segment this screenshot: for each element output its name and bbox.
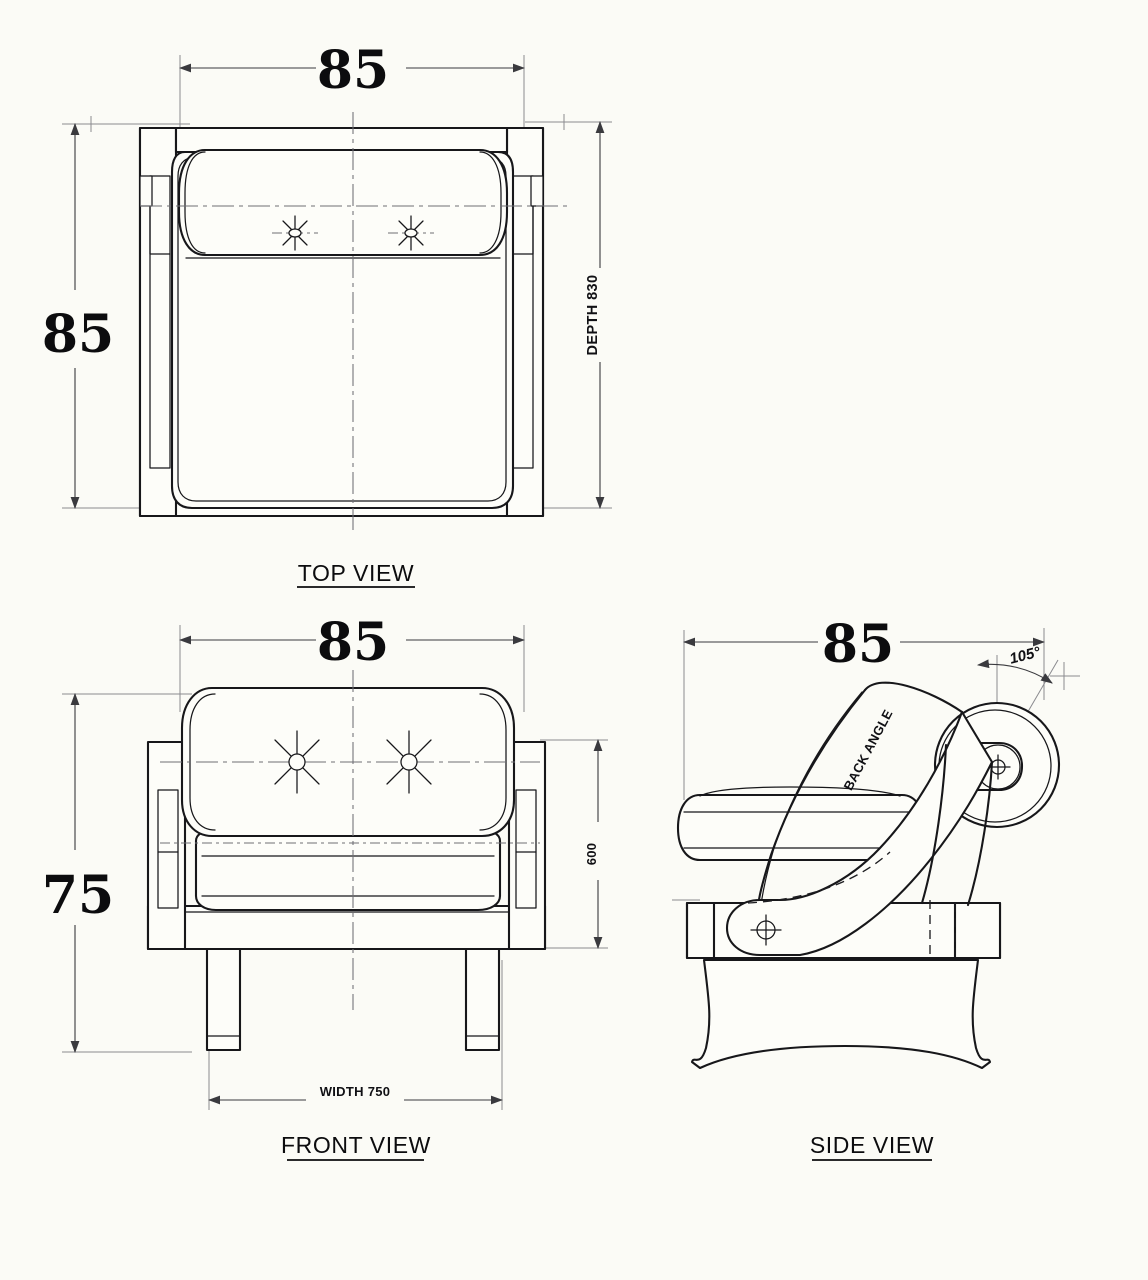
front-leg-right — [464, 943, 501, 1052]
front-view-height-value: 75 — [42, 865, 114, 926]
side-view-width-value: 85 — [822, 614, 894, 675]
front-view-width-value: 85 — [317, 612, 389, 673]
front-view-seat-height-dimension — [540, 738, 608, 950]
front-seat-cushion — [194, 828, 502, 912]
top-view-width-dimension — [178, 55, 526, 140]
top-view-width-value: 85 — [317, 40, 389, 101]
reference-cross-marks — [82, 114, 573, 132]
front-view-width-dimension — [178, 625, 526, 712]
front-view-title: FRONT VIEW — [281, 1132, 431, 1161]
side-armrest — [725, 710, 994, 957]
tufting-button-front-right — [386, 730, 432, 794]
top-view-depth-value: DEPTH 830 — [585, 275, 601, 356]
side-view-title: SIDE VIEW — [810, 1132, 934, 1161]
front-view-seat-height-value: 600 — [584, 843, 599, 866]
front-leg-left — [205, 943, 242, 1052]
side-view-title-text: SIDE VIEW — [810, 1132, 934, 1158]
side-view-back-angle-label: BACK ANGLE — [840, 707, 895, 793]
top-view-height-value: 85 — [42, 304, 114, 365]
tufting-button-front-left — [274, 730, 320, 794]
front-view-title-text: FRONT VIEW — [281, 1132, 431, 1158]
side-view-angle-value: 105° — [1008, 643, 1043, 667]
side-view-group — [672, 628, 1080, 1070]
front-view-group — [62, 625, 608, 1110]
top-view-title-text: TOP VIEW — [298, 560, 414, 586]
front-view-height-dimension — [62, 692, 192, 1054]
tufting-button-top-left — [272, 215, 318, 251]
side-pedestal-base — [690, 958, 992, 1070]
top-view-title: TOP VIEW — [297, 560, 415, 588]
side-armrest-pivot — [750, 914, 782, 946]
front-view-width750-value: WIDTH 750 — [320, 1084, 391, 1099]
tufting-button-top-right — [388, 215, 434, 251]
top-view-group — [62, 55, 612, 530]
